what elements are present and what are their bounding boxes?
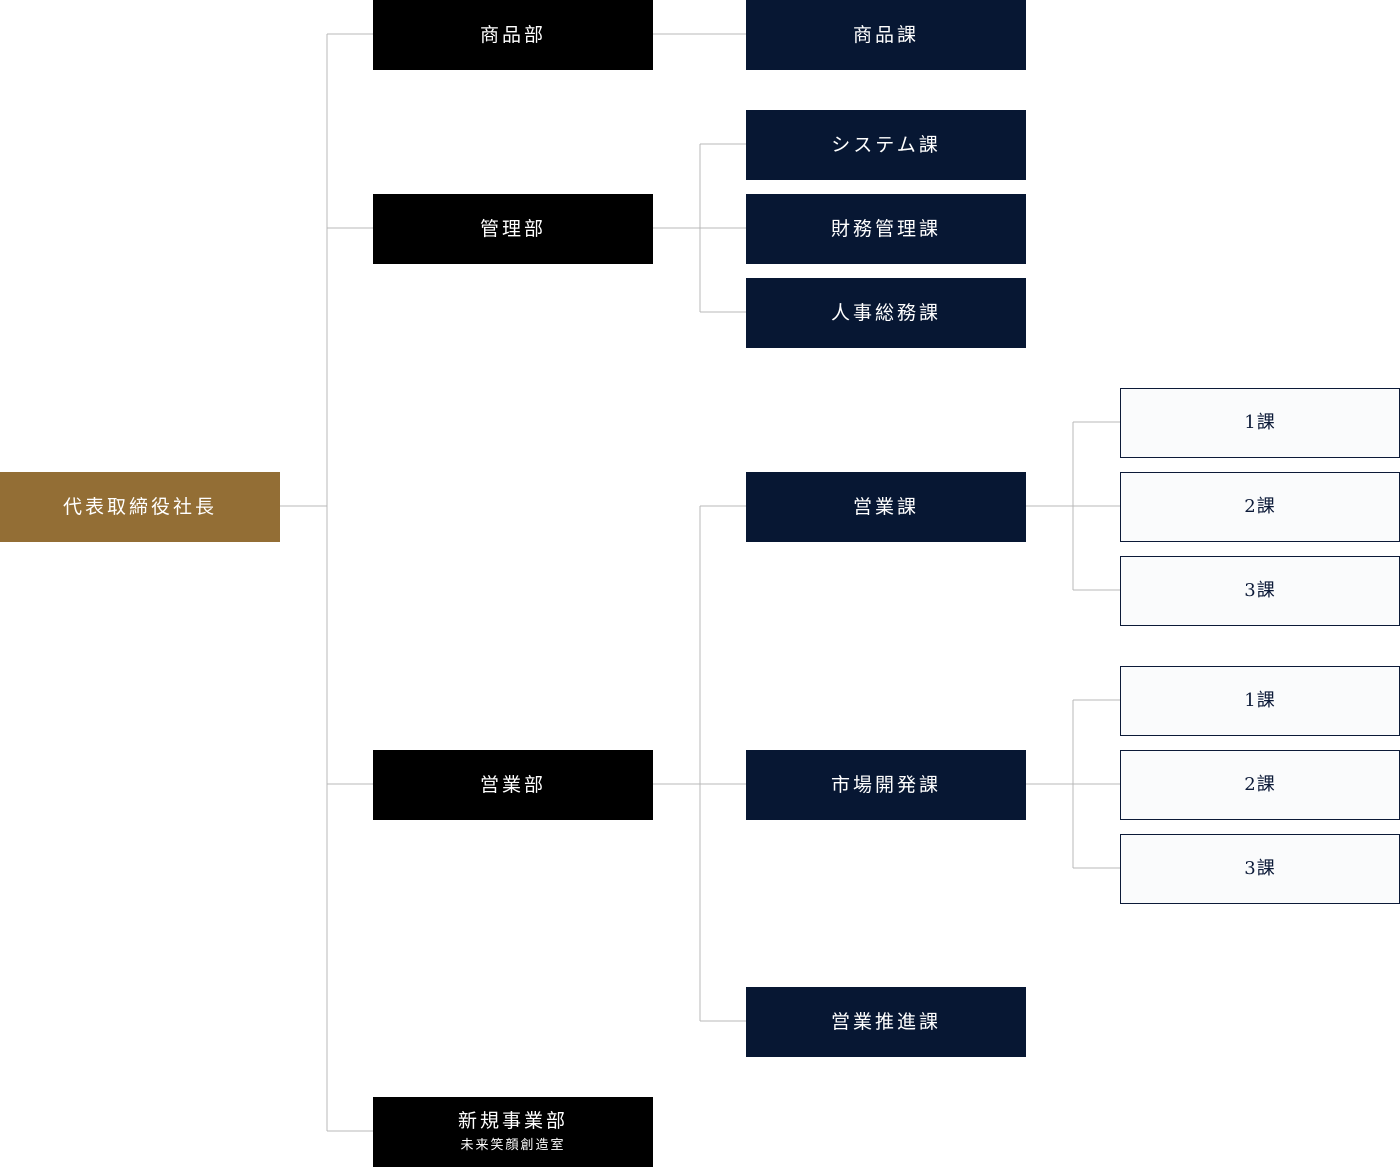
subsection-label: 3課	[1244, 580, 1276, 602]
section-sales: 営業課	[746, 472, 1026, 542]
department-administration: 管理部	[373, 194, 653, 264]
department-sublabel: 未来笑顔創造室	[460, 1138, 566, 1154]
subsection-sales-2: 2課	[1120, 472, 1400, 542]
subsection-label: 1課	[1244, 412, 1276, 434]
subsection-label: 1課	[1244, 690, 1276, 712]
president-label: 代表取締役社長	[62, 495, 217, 518]
subsection-label: 2課	[1244, 774, 1276, 796]
section-sales-promotion: 営業推進課	[746, 987, 1026, 1057]
department-merchandise: 商品部	[373, 0, 653, 70]
section-hr-general-affairs: 人事総務課	[746, 278, 1026, 348]
subsection-label: 3課	[1244, 858, 1276, 880]
department-label: 商品部	[479, 23, 546, 46]
department-label: 新規事業部	[457, 1110, 568, 1133]
subsection-sales-3: 3課	[1120, 556, 1400, 626]
section-label: 市場開発課	[830, 773, 941, 796]
section-label: 人事総務課	[830, 301, 941, 324]
subsection-market-development-2: 2課	[1120, 750, 1400, 820]
section-label: 商品課	[852, 23, 919, 46]
subsection-label: 2課	[1244, 496, 1276, 518]
subsection-market-development-3: 3課	[1120, 834, 1400, 904]
section-label: システム課	[831, 133, 941, 156]
president-box: 代表取締役社長	[0, 472, 280, 542]
section-market-development: 市場開発課	[746, 750, 1026, 820]
section-label: 財務管理課	[830, 217, 941, 240]
subsection-sales-1: 1課	[1120, 388, 1400, 458]
department-label: 営業部	[479, 773, 546, 796]
section-merchandise: 商品課	[746, 0, 1026, 70]
department-sales: 営業部	[373, 750, 653, 820]
section-label: 営業課	[852, 495, 919, 518]
department-label: 管理部	[479, 217, 546, 240]
section-label: 営業推進課	[830, 1010, 941, 1033]
section-finance: 財務管理課	[746, 194, 1026, 264]
subsection-market-development-1: 1課	[1120, 666, 1400, 736]
section-system: システム課	[746, 110, 1026, 180]
department-new-business: 新規事業部 未来笑顔創造室	[373, 1097, 653, 1167]
